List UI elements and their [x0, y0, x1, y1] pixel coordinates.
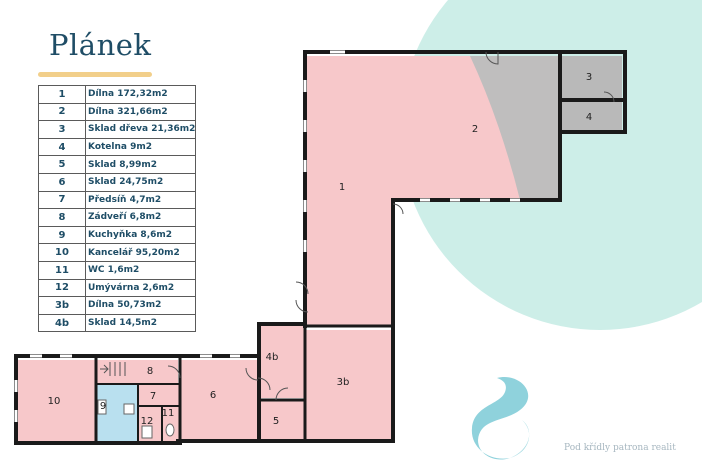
- room-10-area: [18, 360, 96, 441]
- page-title: Plánek: [49, 28, 152, 62]
- walls: [14, 50, 627, 445]
- room-3b-area: [305, 330, 393, 441]
- room-2-gray-overlay: [470, 56, 560, 200]
- stairs: [100, 362, 126, 376]
- room-1-area: [305, 56, 393, 326]
- logo-icon: [471, 377, 530, 460]
- room-8-area: [96, 360, 178, 384]
- legend-room-label: Sklad 14,5m2: [84, 313, 197, 333]
- room-label-2: 2: [472, 124, 478, 135]
- room-5-area: [259, 400, 305, 441]
- room-3-area: [560, 56, 622, 100]
- room-label-11: 11: [162, 408, 175, 419]
- doors: [167, 51, 615, 401]
- room-label-3: 3: [586, 72, 592, 83]
- room-label-4: 4: [586, 112, 592, 123]
- fixtures: [97, 399, 175, 439]
- room-label-3b: 3b: [337, 377, 350, 388]
- room-6-area: [180, 360, 258, 441]
- room-7-area: [138, 384, 180, 406]
- room-fills: [18, 56, 622, 441]
- room-label-10: 10: [48, 396, 61, 407]
- legend-room-label: Sklad 24,75m2: [84, 172, 197, 192]
- room-label-7: 7: [150, 391, 156, 402]
- room-label-6: 6: [210, 390, 216, 401]
- watermark-text: Pod křídly patrona realit: [564, 443, 676, 453]
- room-labels: 1 2 3 4 3b 4b 5 6 7 8 9 10 11 12: [48, 72, 593, 427]
- room-label-5: 5: [273, 416, 279, 427]
- room-4b-area: [259, 326, 305, 398]
- room-4-area: [560, 102, 622, 130]
- windows: [14, 50, 520, 422]
- room-label-1: 1: [339, 182, 345, 193]
- room-label-8: 8: [147, 366, 153, 377]
- room-label-12: 12: [141, 416, 154, 427]
- room-label-4b: 4b: [266, 352, 279, 363]
- title-underline: [38, 72, 152, 77]
- room-label-9: 9: [100, 401, 106, 412]
